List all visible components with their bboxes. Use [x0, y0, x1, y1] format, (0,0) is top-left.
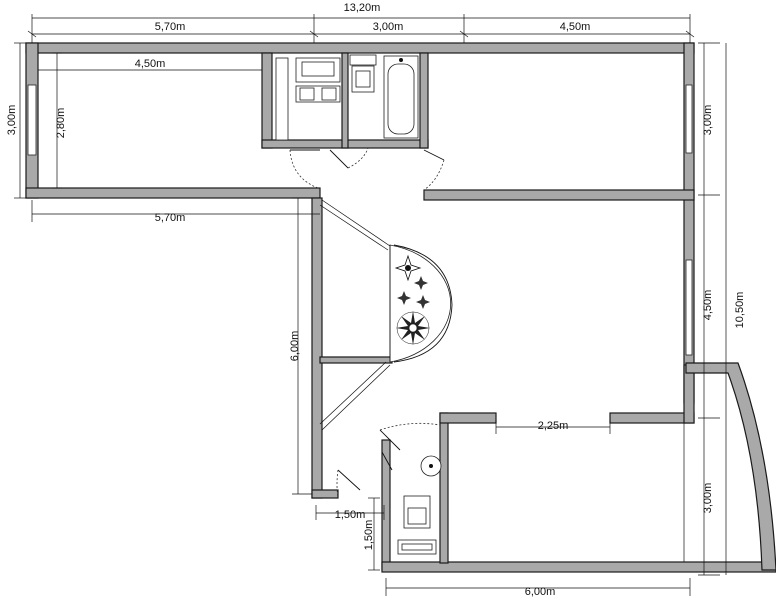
doors — [289, 147, 445, 499]
dim-room-width: 4,50m — [135, 58, 166, 70]
dim-left-outer: 3,00m — [6, 105, 18, 136]
wc-fixtures — [397, 455, 442, 555]
balcony — [683, 362, 776, 571]
dim-bottom-width: 6,00m — [525, 586, 556, 598]
dim-right-total: 10,50m — [734, 292, 746, 329]
dim-right-mid: 4,50m — [702, 290, 714, 321]
dim-hall-height: 6,00m — [289, 331, 301, 362]
dim-top-right: 4,50m — [560, 21, 591, 33]
plant-icons — [394, 254, 430, 345]
dimension-labels: 13,20m 5,70m 3,00m 4,50m 4,50m 3,00m 2,8… — [6, 2, 746, 598]
dim-balcony-height: 3,00m — [702, 483, 714, 514]
dim-top-mid: 3,00m — [373, 21, 404, 33]
dim-total-width: 13,20m — [344, 2, 381, 14]
walls — [25, 42, 776, 573]
dim-top-left: 5,70m — [155, 21, 186, 33]
dimension-lines — [14, 14, 727, 596]
dim-small-height: 1,50m — [363, 520, 375, 551]
dim-inner-span: 2,25m — [538, 420, 569, 432]
dim-left-inner: 2,80m — [55, 108, 67, 139]
bathroom-fixtures — [275, 54, 419, 141]
dim-below-room: 5,70m — [155, 212, 186, 224]
dim-right-upper: 3,00m — [702, 105, 714, 136]
dim-small-width: 1,50m — [335, 509, 366, 521]
